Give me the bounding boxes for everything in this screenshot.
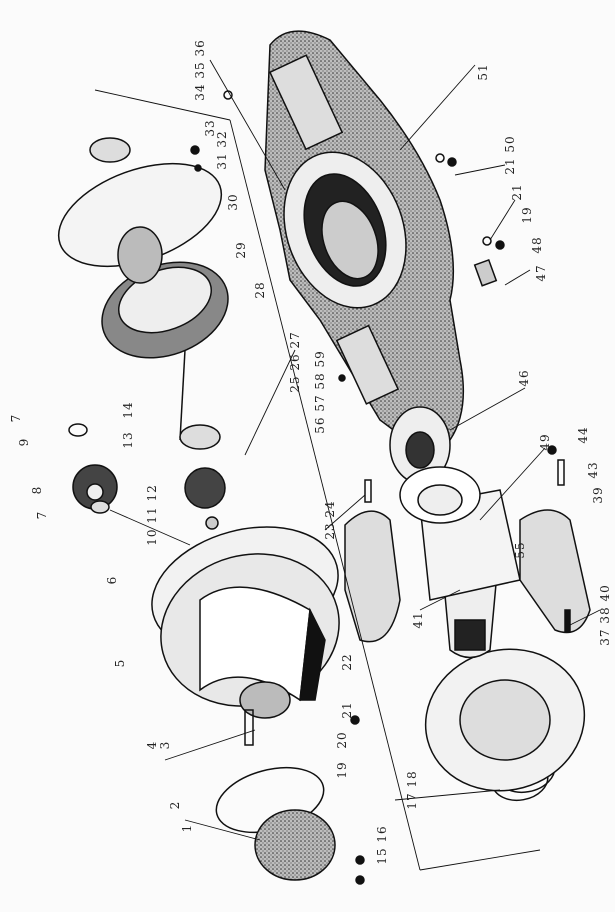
callout-label: 21 — [510, 183, 524, 201]
callout-label: 6 — [105, 575, 119, 585]
callout-label: 31 32 — [215, 130, 229, 170]
callout-label: 21 50 — [503, 135, 517, 175]
callout-label: 22 — [340, 653, 354, 671]
callout-label: 44 — [576, 426, 590, 444]
callout-label: 47 — [534, 264, 548, 282]
housing-window-upper — [268, 54, 344, 151]
brake-caliper-right — [519, 509, 591, 634]
callout-label: 37 38 40 — [598, 584, 612, 646]
callout-label: 17 18 — [405, 770, 419, 810]
callout-label: 13 — [121, 431, 135, 449]
callout-label: 3 — [158, 740, 172, 750]
callout-label: 5 — [113, 658, 127, 668]
callout-label: 1 — [180, 823, 194, 833]
callout-label: 28 — [253, 281, 267, 299]
callout-label: 39 — [591, 486, 605, 504]
callout-label: 4 — [145, 740, 159, 750]
gear-13 — [184, 467, 226, 509]
callout-label: 25 26 27 — [288, 331, 302, 393]
callout-label: 43 — [586, 461, 600, 479]
callout-label: 56 57 58 59 — [313, 350, 327, 434]
callout-label: 46 — [517, 369, 531, 387]
callout-label: 30 — [226, 193, 240, 211]
callout-label: 51 — [476, 63, 490, 81]
callout-label: 19 — [520, 206, 534, 224]
callout-label: 9 — [17, 437, 31, 447]
callout-label: 41 — [411, 611, 425, 629]
brake-caliper-left — [344, 510, 401, 643]
housing-window-lower — [335, 324, 400, 405]
cover-1 — [254, 809, 336, 881]
callout-label: 7 — [9, 413, 23, 423]
callout-label: 23 24 — [323, 500, 337, 540]
callout-label: 20 — [335, 731, 349, 749]
callout-label: 15 16 — [375, 825, 389, 865]
callout-label: 8 — [30, 485, 44, 495]
callout-label: 49 — [538, 433, 552, 451]
callout-label: 10 11 12 — [145, 484, 159, 546]
callout-label: 21 — [340, 701, 354, 719]
callout-label: 34 35 36 — [193, 39, 207, 101]
callout-label: 29 — [234, 241, 248, 259]
callout-label: 7 — [35, 510, 49, 520]
callout-label: 55 — [513, 541, 527, 559]
callout-label: 2 — [168, 800, 182, 810]
callout-label: 19 — [335, 761, 349, 779]
callout-label: 48 — [530, 236, 544, 254]
callout-label: 14 — [121, 401, 135, 419]
